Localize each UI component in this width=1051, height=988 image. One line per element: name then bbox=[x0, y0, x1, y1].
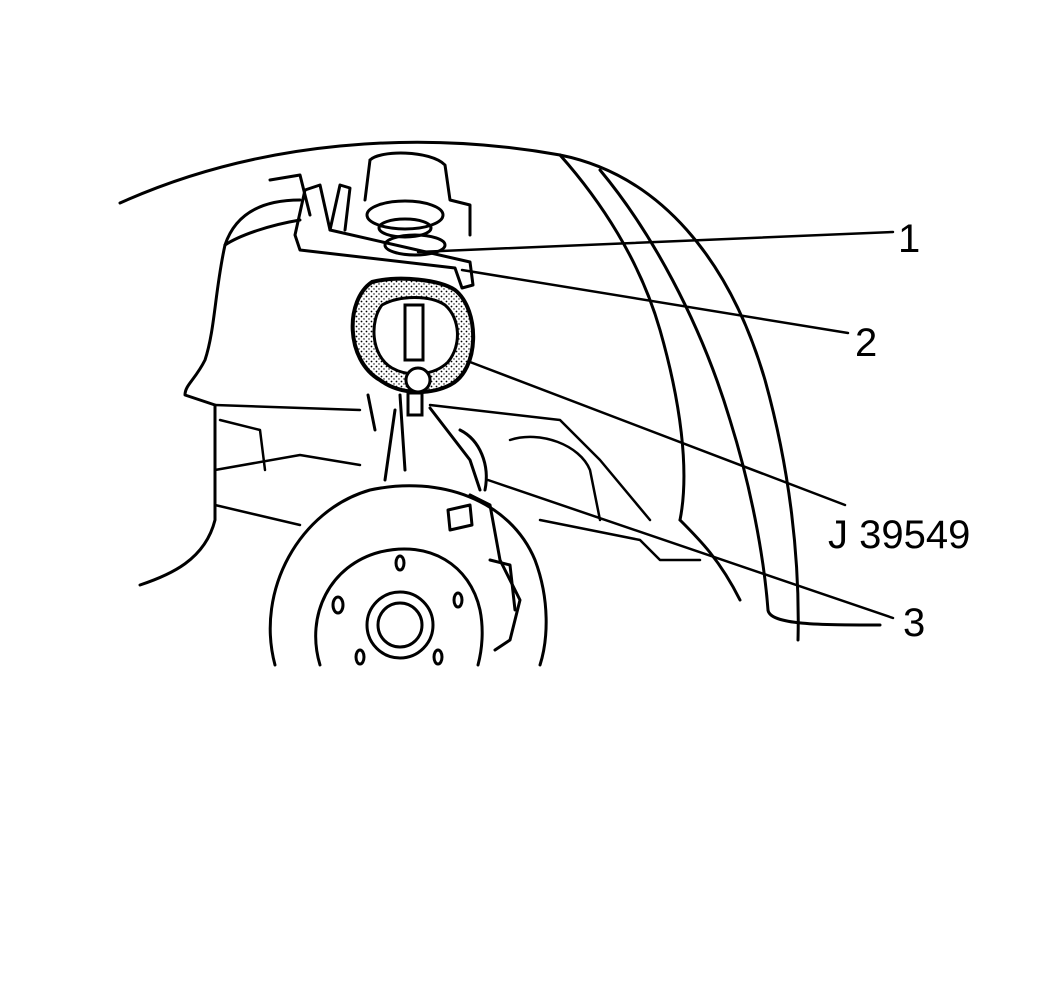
leader-line-tool bbox=[468, 360, 847, 507]
spring-compressor-tool bbox=[350, 276, 476, 417]
wheel-well-liner bbox=[138, 173, 312, 587]
fender-outline bbox=[118, 140, 882, 642]
underbody-details bbox=[213, 403, 702, 562]
leader-lines bbox=[416, 230, 895, 620]
callout-1-label: 1 bbox=[898, 217, 920, 261]
leader-line-2 bbox=[460, 268, 850, 335]
callout-tool-label: J 39549 bbox=[828, 513, 970, 557]
bracket-plate bbox=[293, 183, 475, 290]
callout-2-label: 2 bbox=[855, 321, 877, 365]
brake-rotor-hub bbox=[268, 484, 548, 667]
strut-upper-mount bbox=[363, 151, 472, 257]
brake-caliper bbox=[446, 493, 522, 652]
leader-line-3 bbox=[486, 478, 895, 620]
strut-knuckle bbox=[366, 393, 488, 492]
callout-3-label: 3 bbox=[903, 601, 925, 645]
leader-line-1 bbox=[416, 230, 895, 254]
